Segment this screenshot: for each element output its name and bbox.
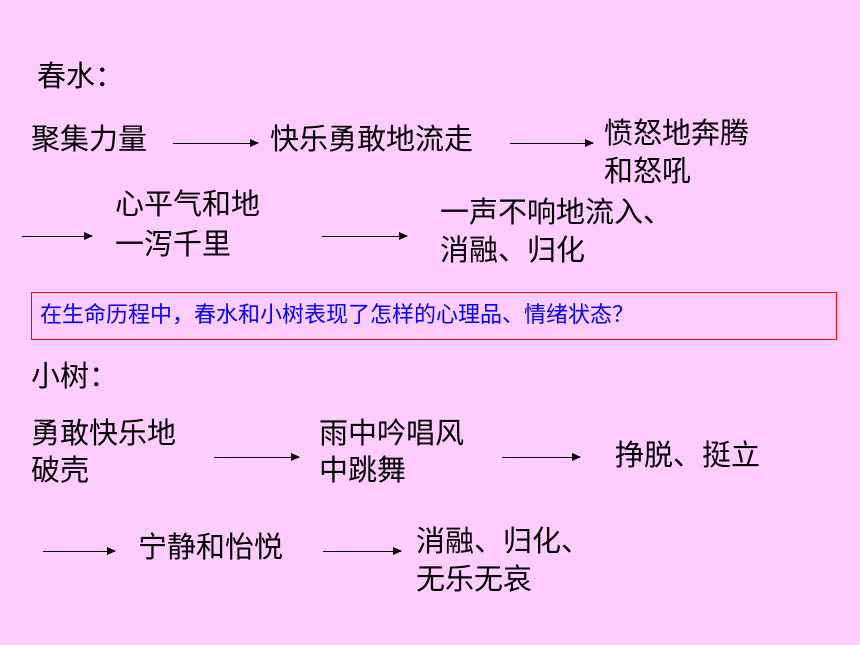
spring-stage-4-line2: 一泻千里 xyxy=(115,227,232,261)
spring-stage-5-line2: 消融、归化 xyxy=(440,233,586,267)
arrow-icon xyxy=(323,547,402,555)
tree-stage-2-line1: 雨中吟唱风 xyxy=(319,416,465,450)
arrow-icon xyxy=(22,232,93,240)
arrow-icon xyxy=(502,453,581,461)
spring-stage-2: 快乐勇敢地流走 xyxy=(270,122,474,156)
arrow-icon xyxy=(173,139,259,147)
tree-stage-1-line1: 勇敢快乐地 xyxy=(31,416,177,450)
question-box: 在生命历程中，春水和小树表现了怎样的心理品、情绪状态？ xyxy=(31,292,837,340)
tree-stage-5-line1: 消融、归化、 xyxy=(416,524,591,558)
spring-stage-3-line2: 和怒吼 xyxy=(604,154,692,188)
tree-stage-2-line2: 中跳舞 xyxy=(319,453,407,487)
tree-heading: 小树： xyxy=(31,359,119,393)
spring-stage-4-line1: 心平气和地 xyxy=(115,187,261,221)
spring-stage-1: 聚集力量 xyxy=(31,122,148,156)
tree-stage-3: 挣脱、挺立 xyxy=(615,438,761,472)
spring-heading: 春水： xyxy=(37,59,125,93)
arrow-icon xyxy=(322,232,408,240)
arrow-icon xyxy=(43,547,116,555)
arrow-icon xyxy=(510,139,594,147)
arrow-icon xyxy=(214,453,300,461)
tree-stage-5-line2: 无乐无哀 xyxy=(416,562,533,596)
tree-stage-4: 宁静和怡悦 xyxy=(138,530,284,564)
spring-stage-5-line1: 一声不响地流入、 xyxy=(440,195,673,229)
spring-stage-3-line1: 愤怒地奔腾 xyxy=(604,116,750,150)
tree-stage-1-line2: 破壳 xyxy=(31,453,90,487)
